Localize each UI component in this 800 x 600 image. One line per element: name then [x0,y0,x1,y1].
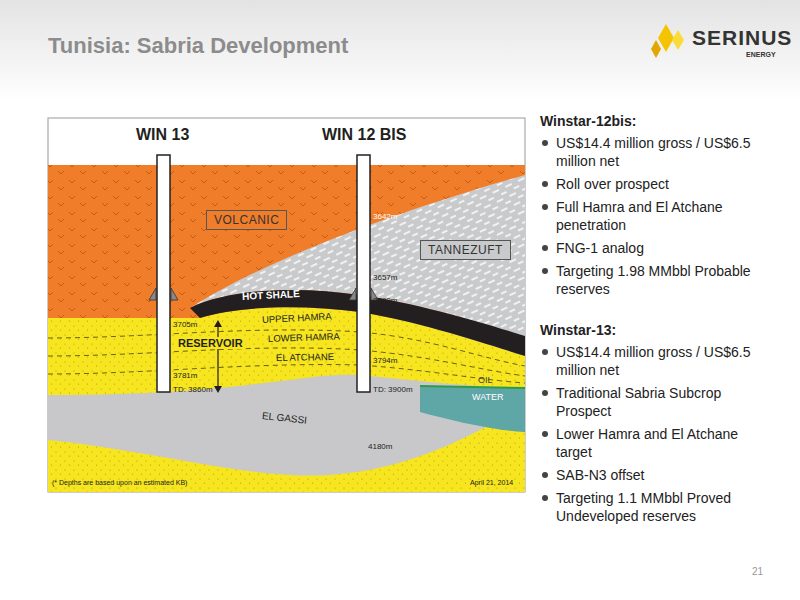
depth-label: TD: 3860m [173,385,213,394]
bullet-item: Lower Hamra and El Atchane target [540,425,772,461]
bullet-item: Targeting 1.1 MMbbl Proved Undeveloped r… [540,489,772,525]
section-heading: Winstar-13: [540,322,772,338]
bullet-text: SAB-N3 offset [556,467,644,483]
bullet-text: Lower Hamra and El Atchane target [556,426,738,460]
logo-name: SERINUS [692,26,792,50]
depth-label: 3781m [173,371,197,380]
layer-box: TANNEZUFT [420,240,511,260]
bullet-text: Targeting 1.1 MMbbl Proved Undeveloped r… [556,490,731,524]
well-name: WIN 13 [136,126,189,144]
bullet-dot [542,431,548,437]
bullet-dot [542,181,548,187]
logo-subtitle: ENERGY [746,51,776,58]
depth-label: 4180m [368,442,392,451]
bullet-dot [542,349,548,355]
layer-name: TANNEZUFT [428,243,503,257]
cross-section [48,118,525,492]
fluid-label: WATER [472,392,504,402]
bullet-item: FNG-1 analog [540,239,772,257]
bullet-dot [542,268,548,274]
logo-mark [651,24,684,58]
bullet-item: Roll over prospect [540,175,772,193]
depth-label: 3690m [373,296,397,305]
depth-label: 3642m [373,212,397,221]
header-band [0,0,800,100]
bullet-text: Full Hamra and El Atchane penetration [556,199,723,233]
depth-label: 3705m [173,320,197,329]
section-heading: Winstar-12bis: [540,113,772,129]
text-column: Winstar-12bis: US$14.4 million gross / US… [540,113,772,525]
bullet-item: Traditional Sabria Subcrop Prospect [540,384,772,420]
bullet-text: Roll over prospect [556,176,669,192]
bullet-item: Full Hamra and El Atchane penetration [540,198,772,234]
well-name: WIN 12 BIS [322,126,406,144]
layer-name: VOLCANIC [214,213,279,227]
bullet-dot [542,245,548,251]
bullet-text: US$14.4 million gross / US$6.5 million n… [556,344,751,378]
date-label: April 21, 2014 [470,479,513,486]
fluid-label: OIL [478,375,493,385]
depth-label: TD: 3900m [373,385,413,394]
bullet-dot [542,472,548,478]
bullet-dot [542,390,548,396]
layer-name: EL ATCHANE [276,351,334,363]
bullet-text: US$14.4 million gross / US$6.5 million n… [556,135,751,169]
bullet-item: US$14.4 million gross / US$6.5 million n… [540,134,772,170]
layer-box: VOLCANIC [206,210,287,230]
bullet-dot [542,495,548,501]
bullet-text: Targeting 1.98 MMbbl Probable reserves [556,263,751,297]
bullet-item: Targeting 1.98 MMbbl Probable reserves [540,262,772,298]
bullet-dot [542,204,548,210]
bullet-item: US$14.4 million gross / US$6.5 million n… [540,343,772,379]
bullet-text: FNG-1 analog [556,240,644,256]
depth-label: 3657m [373,273,397,282]
depth-label: 3794m [373,356,397,365]
reservoir-label: RESERVOIR [176,337,245,349]
slide-title: Tunisia: Sabria Development [48,33,348,59]
bullet-dot [542,140,548,146]
bullet-item: SAB-N3 offset [540,466,772,484]
footnote: (* Depths are based upon an estimated KB… [52,479,187,486]
bullet-text: Traditional Sabria Subcrop Prospect [556,385,721,419]
page-number: 21 [752,566,763,577]
